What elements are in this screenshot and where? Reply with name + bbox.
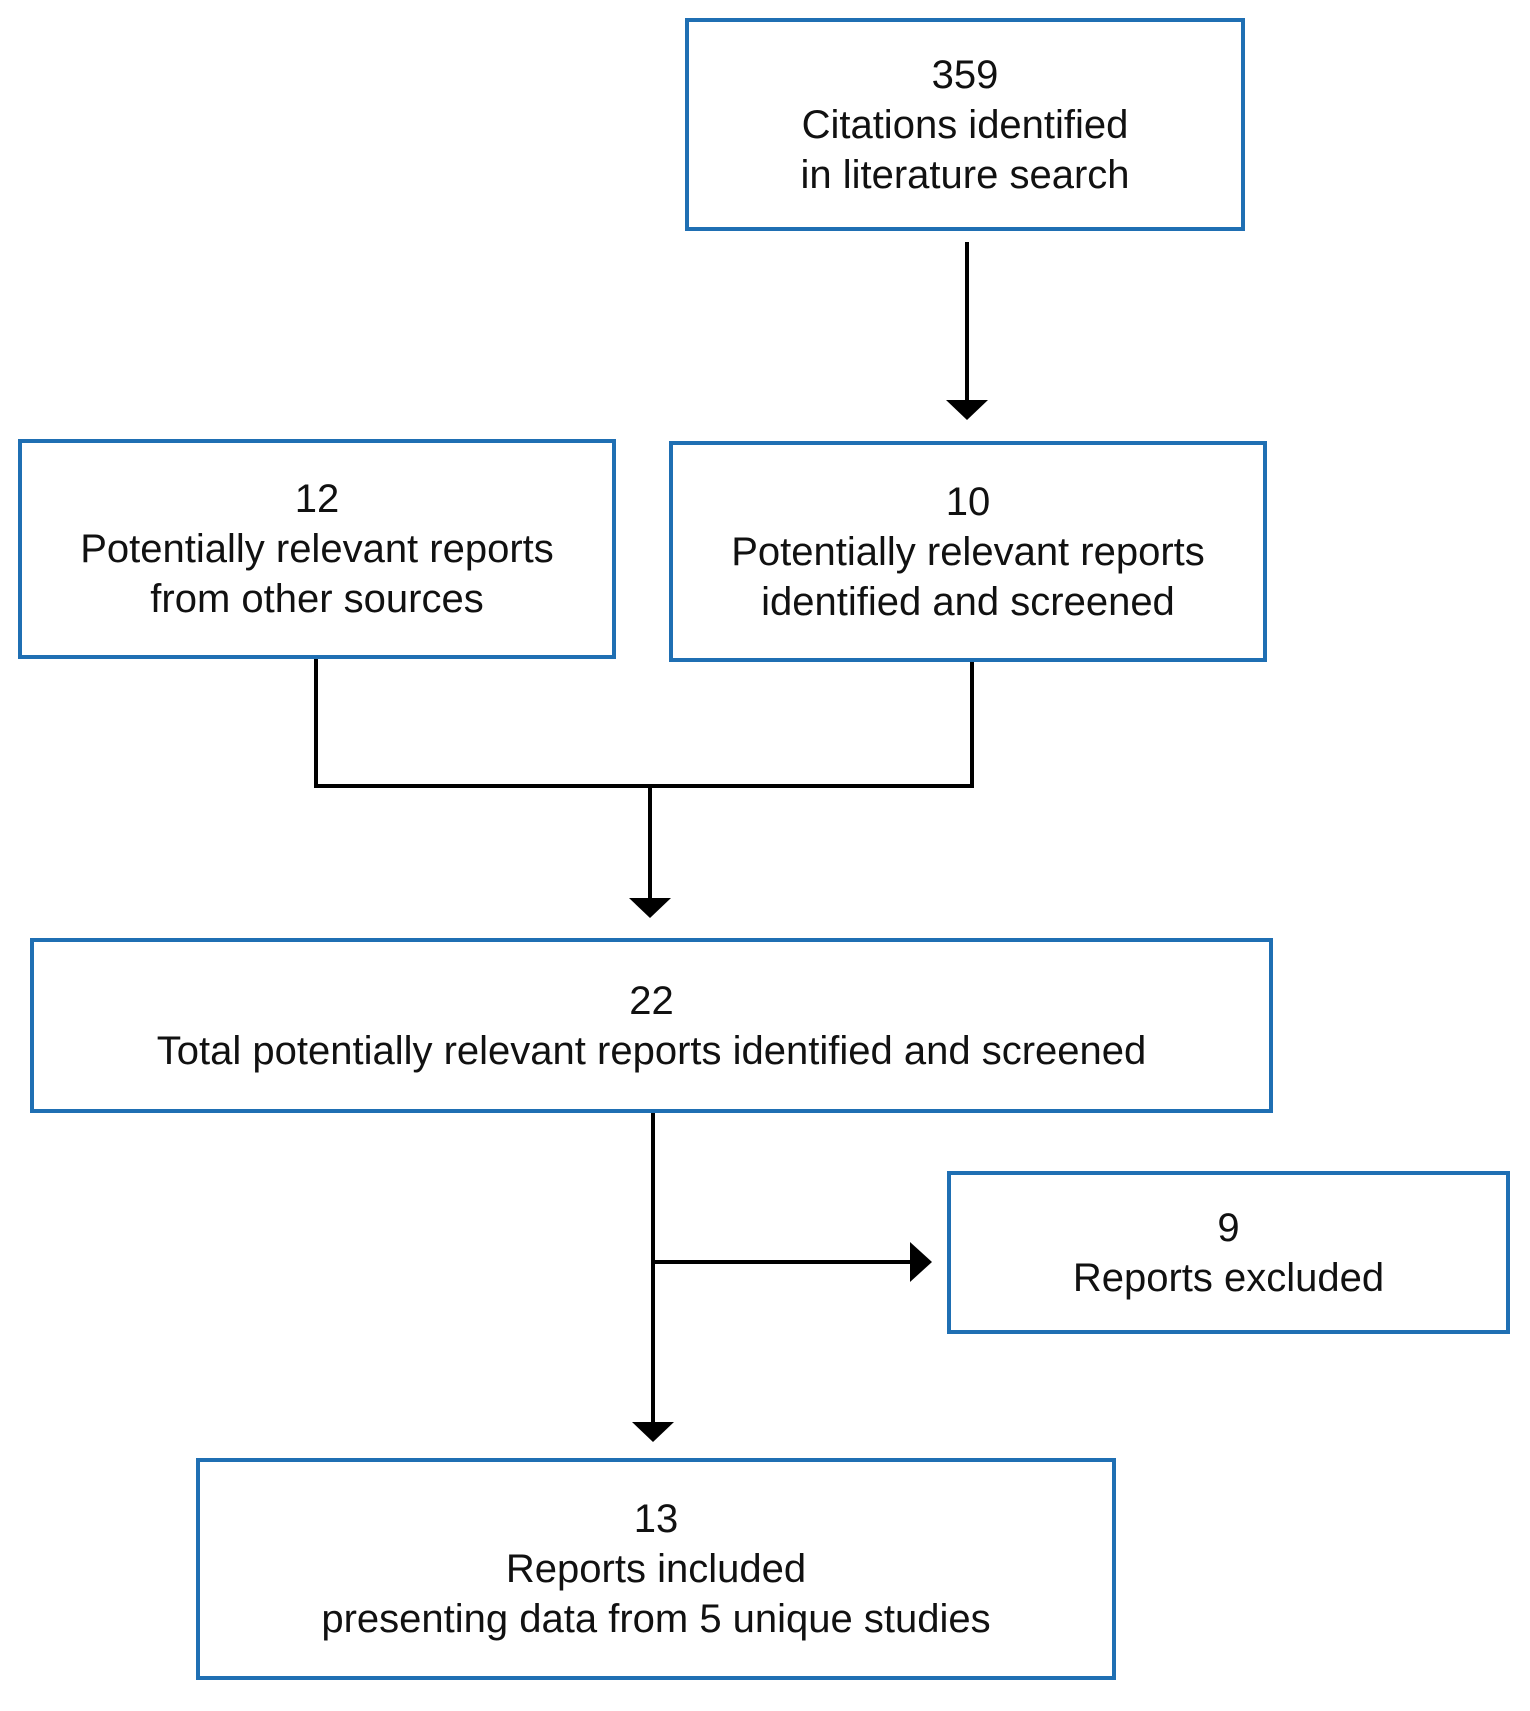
screened-label-line-2: identified and screened: [761, 579, 1175, 624]
total-label-line-1: Total potentially relevant reports ident…: [156, 1028, 1147, 1073]
box-reports-excluded: 9 Reports excluded: [947, 1171, 1510, 1334]
box-total-screened: 22 Total potentially relevant reports id…: [30, 938, 1273, 1113]
citations-label-line-2: in literature search: [800, 152, 1130, 197]
citations-count: 359: [931, 52, 999, 97]
arrowhead-citations-to-screened: [946, 400, 988, 420]
box-reports-included: 13 Reports included presenting data from…: [196, 1458, 1116, 1680]
other-sources-label-line-2: from other sources: [150, 577, 484, 621]
box-other-sources: 12 Potentially relevant reports from oth…: [18, 439, 616, 659]
citations-label-line-1: Citations identified: [801, 102, 1129, 147]
excluded-count: 9: [1217, 1205, 1240, 1250]
box-identified-screened: 10 Potentially relevant reports identifi…: [669, 441, 1267, 662]
other-sources-count: 12: [294, 477, 340, 521]
box-citations-identified: 359 Citations identified in literature s…: [685, 18, 1245, 231]
arrowhead-merge-to-total: [629, 898, 671, 918]
arrowhead-total-to-included: [632, 1422, 674, 1442]
screened-count: 10: [945, 479, 991, 524]
included-count: 13: [633, 1497, 679, 1541]
other-sources-label-line-1: Potentially relevant reports: [80, 527, 554, 571]
included-label-line-1: Reports included: [505, 1547, 807, 1591]
screened-label-line-1: Potentially relevant reports: [731, 529, 1205, 574]
included-label-line-2: presenting data from 5 unique studies: [321, 1597, 991, 1641]
excluded-label-line-1: Reports excluded: [1072, 1255, 1385, 1300]
total-count: 22: [629, 978, 674, 1023]
arrowhead-to-excluded: [910, 1242, 932, 1282]
